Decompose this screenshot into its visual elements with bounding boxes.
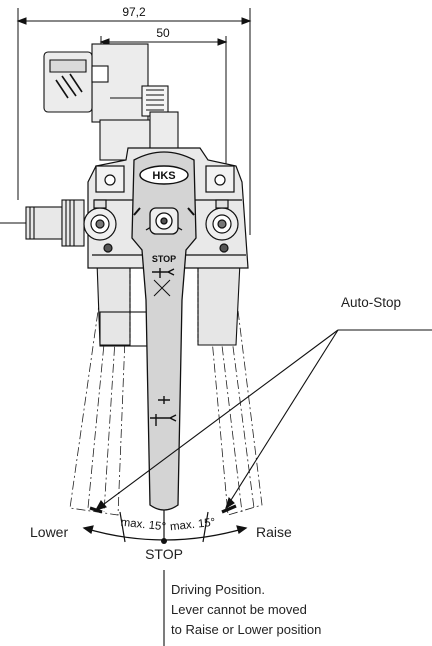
stop-point-dot: [161, 538, 167, 544]
valve-lower-body: [96, 261, 241, 347]
note-line-3: to Raise or Lower position: [171, 622, 321, 637]
max-left-angle-label: max. 15°: [120, 517, 167, 534]
hks-logo: HKS: [139, 165, 189, 185]
lever-stop-marking: STOP: [152, 254, 176, 264]
dimension-inner-width: 50: [156, 26, 170, 40]
dimension-overall: [16, 8, 252, 235]
left-port-fitting: [0, 199, 85, 247]
dimension-overall-width: 97,2: [122, 5, 146, 19]
note-line-1: Driving Position.: [171, 582, 265, 597]
note-line-2: Lever cannot be moved: [171, 602, 307, 617]
auto-stop-label: Auto-Stop: [341, 295, 401, 310]
control-lever: [131, 151, 197, 511]
max-right-angle-label: max. 15°: [169, 517, 216, 534]
lower-label: Lower: [30, 524, 68, 540]
left-knob: [83, 199, 117, 241]
hand-symbol-lower: [150, 396, 177, 426]
auto-stop-marks: [89, 504, 237, 514]
hand-symbol-upper: [152, 268, 175, 297]
right-knob: [205, 199, 239, 241]
raise-label: Raise: [256, 524, 292, 540]
auto-stop-leader: [94, 329, 432, 511]
solenoid-housing: [43, 43, 179, 161]
stop-label: STOP: [145, 546, 183, 562]
logo-text: HKS: [152, 170, 175, 182]
